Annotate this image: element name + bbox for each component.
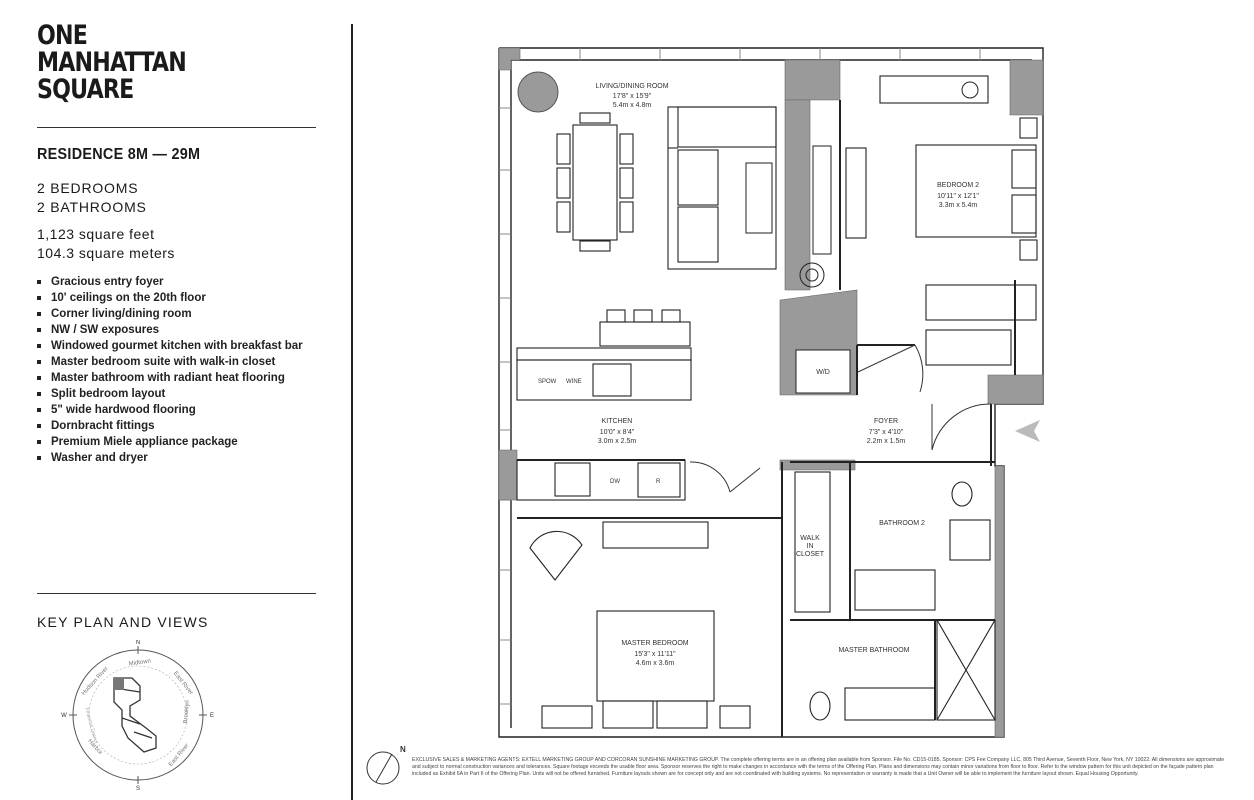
feature-item: Windowed gourmet kitchen with breakfast … — [37, 338, 303, 354]
r-label: R — [656, 479, 661, 485]
foyer-name: FOYER — [874, 418, 898, 425]
feature-item: Gracious entry foyer — [37, 274, 303, 290]
window-mullions — [499, 48, 981, 705]
master-bedroom-name: MASTER BEDROOM — [621, 640, 688, 647]
living-metric: 5.4m x 4.8m — [613, 102, 652, 109]
logo-line-1: ONE — [37, 20, 88, 51]
feature-item: Corner living/dining room — [37, 306, 303, 322]
bedroom2-metric: 3.3m x 5.4m — [939, 202, 978, 209]
bedroom2-furniture — [845, 75, 1038, 366]
wd-label: W/D — [816, 369, 830, 376]
bathroom2-name: BATHROOM 2 — [879, 520, 925, 527]
foyer-metric: 2.2m x 1.5m — [867, 438, 906, 445]
panel-divider — [351, 24, 353, 800]
bedroom2-imperial: 10'11" x 12'1" — [937, 193, 979, 200]
planter — [517, 71, 559, 113]
coffee-table — [745, 162, 773, 234]
foyer-imperial: 7'3" x 4'10" — [869, 429, 904, 436]
feature-item: Washer and dryer — [37, 450, 303, 466]
square-feet: 1,123 square feet — [37, 226, 155, 242]
building-footprint — [113, 677, 157, 753]
key-plan-title: KEY PLAN AND VIEWS — [37, 614, 209, 630]
unit-highlight — [114, 678, 124, 690]
feature-item: Premium Miele appliance package — [37, 434, 303, 450]
bathroom-count: 2 BATHROOMS — [37, 199, 147, 215]
entry-arrow — [1015, 420, 1040, 442]
master-bedroom-metric: 4.6m x 3.6m — [636, 660, 675, 667]
feature-item: Master bathroom with radiant heat floori… — [37, 370, 303, 386]
wine-label: WINE — [566, 379, 582, 385]
logo-line-3: SQUARE — [37, 74, 134, 105]
kitchen-name: KITCHEN — [602, 418, 633, 425]
label-brooklyn: Brooklyn — [183, 700, 191, 724]
feature-item: Split bedroom layout — [37, 386, 303, 402]
info-panel: ONE MANHATTAN SQUARE RESIDENCE 8M — 29M … — [0, 0, 352, 800]
feature-item: Master bedroom suite with walk-in closet — [37, 354, 303, 370]
compass-n: N — [136, 640, 140, 646]
doors — [689, 344, 992, 493]
bedroom-count: 2 BEDROOMS — [37, 180, 139, 196]
master-bathroom-name: MASTER BATHROOM — [838, 647, 909, 654]
bathroom-fixtures — [809, 481, 996, 721]
dw-label: DW — [610, 479, 620, 485]
divider-rule — [37, 127, 316, 128]
label-midtown: Midtown — [128, 658, 151, 667]
feature-item: 10' ceilings on the 20th floor — [37, 290, 303, 306]
brand-logo: ONE MANHATTAN SQUARE — [37, 20, 187, 105]
walkin-line1: WALK — [800, 535, 820, 542]
washer-dryer — [795, 349, 851, 394]
compass-w: W — [61, 713, 67, 719]
kitchen-metric: 3.0m x 2.5m — [598, 438, 637, 445]
residence-title: RESIDENCE 8M — 29M — [37, 146, 201, 163]
compass-e: E — [210, 713, 214, 719]
dining-set — [556, 112, 634, 252]
structural-columns — [498, 47, 1044, 738]
room-labels: LIVING/DINING ROOM 17'8" x 15'9" 5.4m x … — [595, 83, 979, 667]
exterior-walls — [498, 47, 1044, 738]
master-bedroom-imperial: 15'3" x 11'11" — [634, 651, 676, 658]
feature-list: Gracious entry foyer 10' ceilings on the… — [37, 274, 303, 466]
living-imperial: 17'8" x 15'9" — [613, 93, 652, 100]
logo-line-2: MANHATTAN — [37, 47, 187, 78]
feature-item: 5" wide hardwood flooring — [37, 402, 303, 418]
north-arrow-icon: N — [366, 745, 406, 785]
divider-rule — [37, 593, 316, 594]
walkin-line3: CLOSET — [796, 551, 825, 558]
master-bedroom-furniture — [529, 471, 831, 729]
compass-s: S — [136, 786, 140, 790]
key-plan-diagram: N S W E Midtown East River Hudson River … — [61, 640, 214, 790]
living-name: LIVING/DINING ROOM — [595, 83, 668, 90]
legal-disclaimer: EXCLUSIVE SALES & MARKETING AGENTS: EXTE… — [412, 757, 1225, 777]
kitchen-island — [516, 309, 692, 501]
bedroom2-name: BEDROOM 2 — [937, 182, 979, 189]
side-table — [799, 262, 825, 288]
media-console — [812, 145, 832, 255]
north-label: N — [400, 745, 406, 754]
feature-item: NW / SW exposures — [37, 322, 303, 338]
walkin-line2: IN — [807, 543, 814, 550]
key-plan-inner-ring — [88, 665, 188, 765]
square-meters: 104.3 square meters — [37, 245, 175, 261]
sofa — [667, 106, 777, 270]
feature-item: Dornbracht fittings — [37, 418, 303, 434]
spow-label: SPOW — [538, 379, 557, 385]
kitchen-imperial: 10'0" x 8'4" — [600, 429, 635, 436]
